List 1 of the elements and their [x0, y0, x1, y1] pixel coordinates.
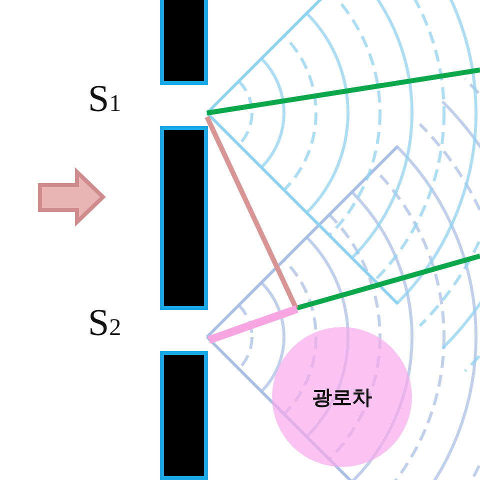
callout-bubble: 광로차	[272, 327, 412, 467]
